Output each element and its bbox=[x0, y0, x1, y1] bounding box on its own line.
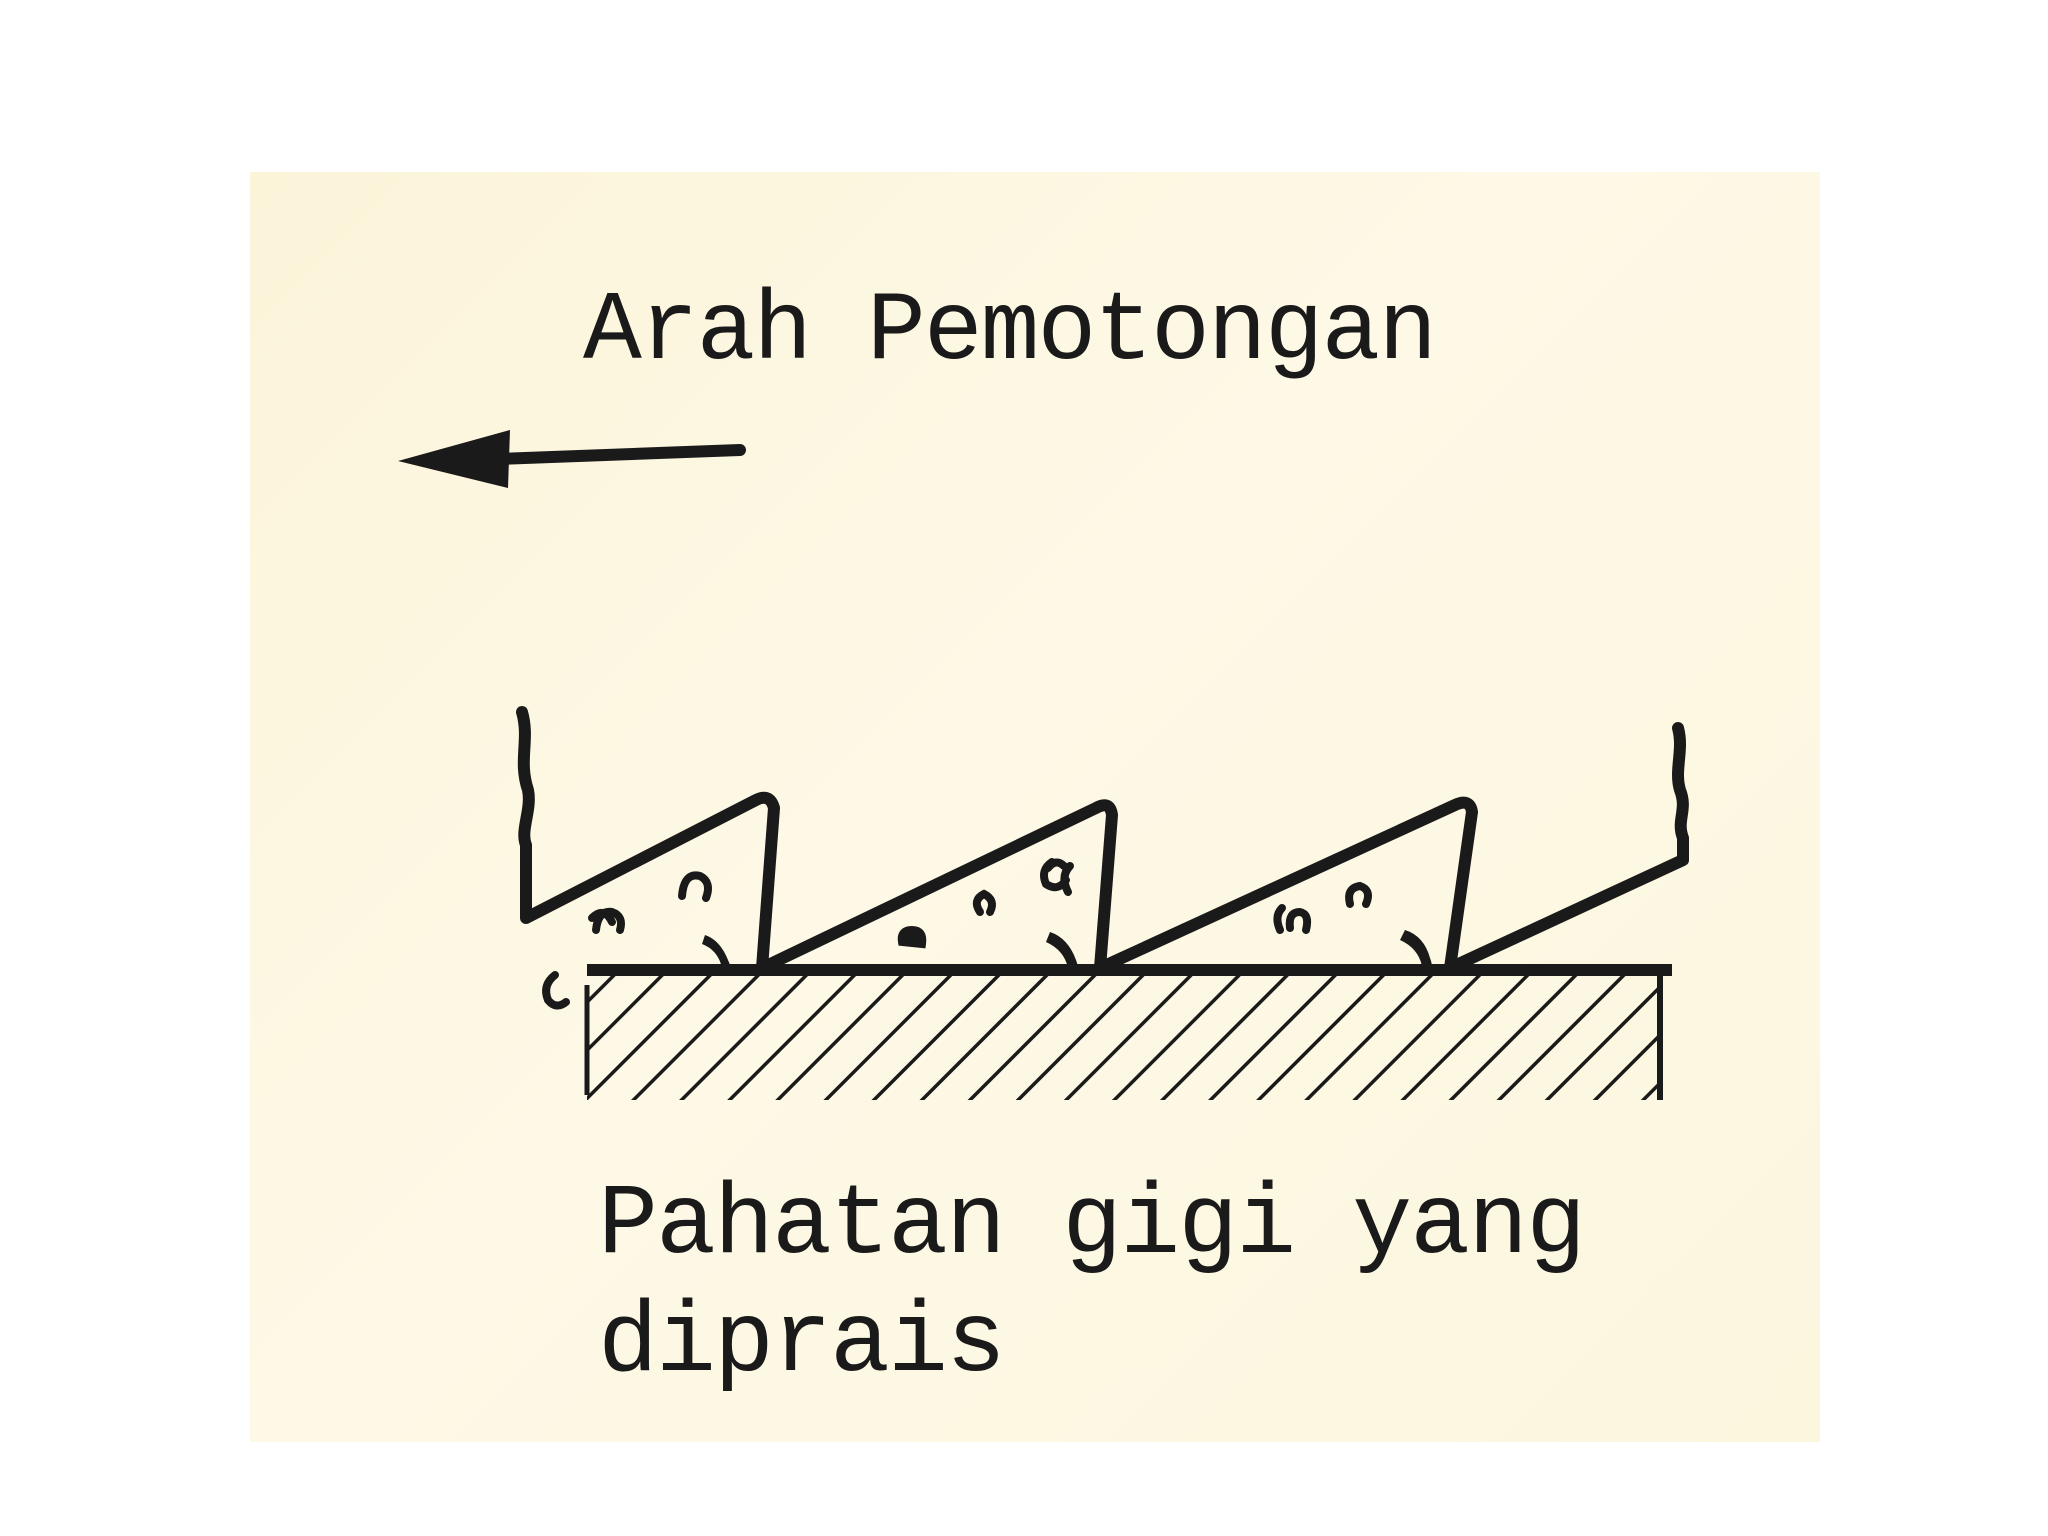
cutting-chips bbox=[702, 930, 1432, 971]
workpiece bbox=[584, 964, 1672, 1100]
arrow-left-icon bbox=[398, 430, 746, 488]
caption-line-1: Pahatan gigi yang bbox=[598, 1170, 1586, 1283]
metal-chips bbox=[542, 858, 1372, 1010]
caption-line-2: diprais bbox=[598, 1288, 1006, 1401]
milling-cutter bbox=[516, 706, 1689, 974]
scanned-figure-background bbox=[250, 172, 1820, 1442]
cutting-direction-label: Arah Pemotongan bbox=[583, 277, 1437, 388]
diagram-caption: Pahatan gigi yang diprais bbox=[598, 1168, 1586, 1404]
